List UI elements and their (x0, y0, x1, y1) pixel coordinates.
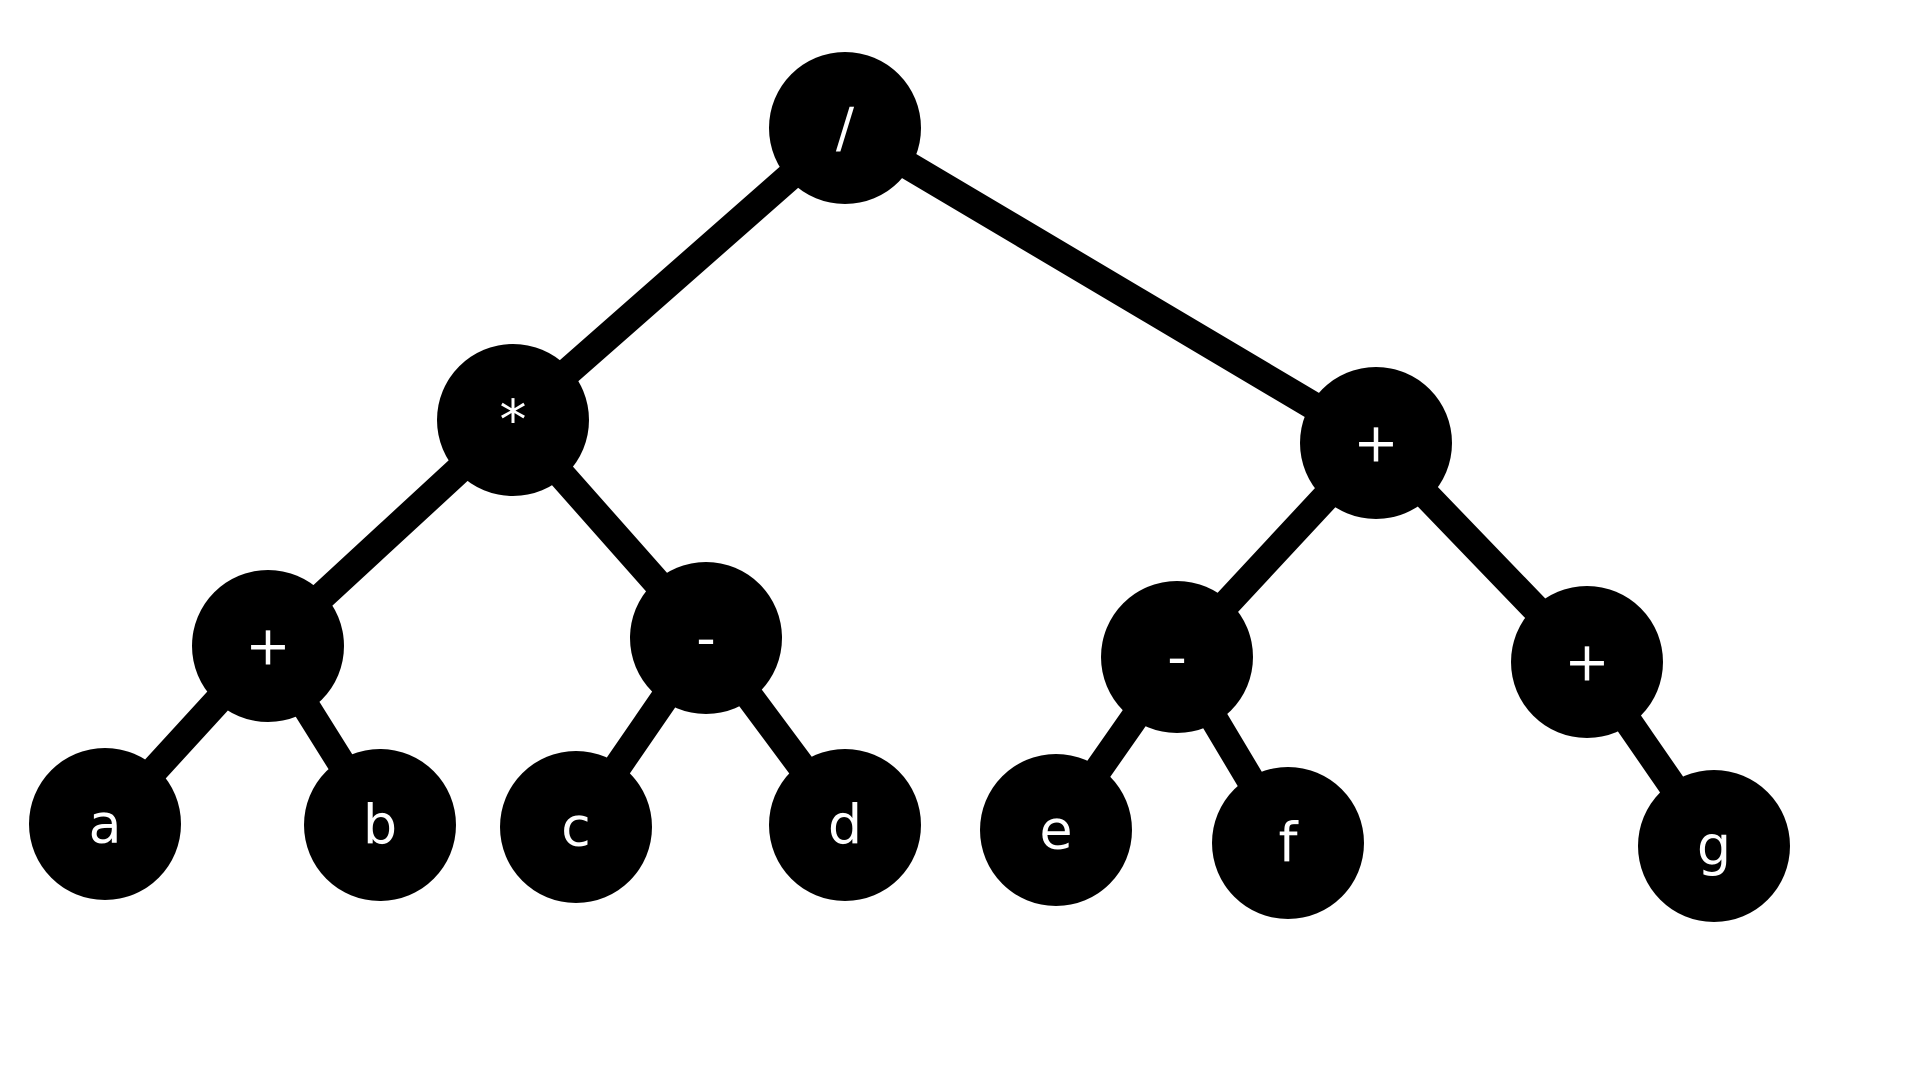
edges-layer (91, 114, 1728, 860)
node-label: g (1697, 815, 1731, 878)
node-circle (769, 52, 921, 204)
node-label: c (561, 796, 591, 859)
node-circle (1212, 767, 1364, 919)
tree-node-b: b (304, 749, 456, 901)
node-label: e (1039, 799, 1072, 862)
node-circle (1638, 770, 1790, 922)
tree-node-plus_ab: + (192, 570, 344, 722)
node-circle (29, 748, 181, 900)
node-circle (1300, 367, 1452, 519)
node-label: - (1167, 626, 1187, 689)
nodes-layer: / * + + - - + a b c d e f g (29, 52, 1790, 922)
node-label: / (836, 97, 855, 160)
node-label: b (363, 794, 397, 857)
tree-node-a: a (29, 748, 181, 900)
tree-node-g: g (1638, 770, 1790, 922)
tree-edge-root-plus_right (831, 114, 1390, 457)
node-label: + (1353, 412, 1398, 475)
node-circle (630, 562, 782, 714)
node-label: d (828, 794, 862, 857)
tree-node-c: c (500, 751, 652, 903)
node-label: a (88, 793, 121, 856)
node-label: + (1564, 631, 1609, 694)
tree-node-minus_ef: - (1101, 581, 1253, 733)
node-circle (304, 749, 456, 901)
tree-node-f: f (1212, 767, 1364, 919)
node-label: f (1278, 812, 1299, 875)
tree-node-mul: * (437, 344, 589, 496)
node-label: + (245, 615, 290, 678)
node-label: * (500, 389, 527, 452)
node-circle (437, 344, 589, 496)
node-circle (1101, 581, 1253, 733)
node-circle (980, 754, 1132, 906)
node-label: - (696, 607, 716, 670)
node-circle (500, 751, 652, 903)
tree-node-d: d (769, 749, 921, 901)
node-circle (192, 570, 344, 722)
tree-node-minus_cd: - (630, 562, 782, 714)
tree-node-plus_g: + (1511, 586, 1663, 738)
node-circle (769, 749, 921, 901)
tree-node-plus_right: + (1300, 367, 1452, 519)
tree-node-e: e (980, 754, 1132, 906)
tree-node-root: / (769, 52, 921, 204)
node-circle (1511, 586, 1663, 738)
